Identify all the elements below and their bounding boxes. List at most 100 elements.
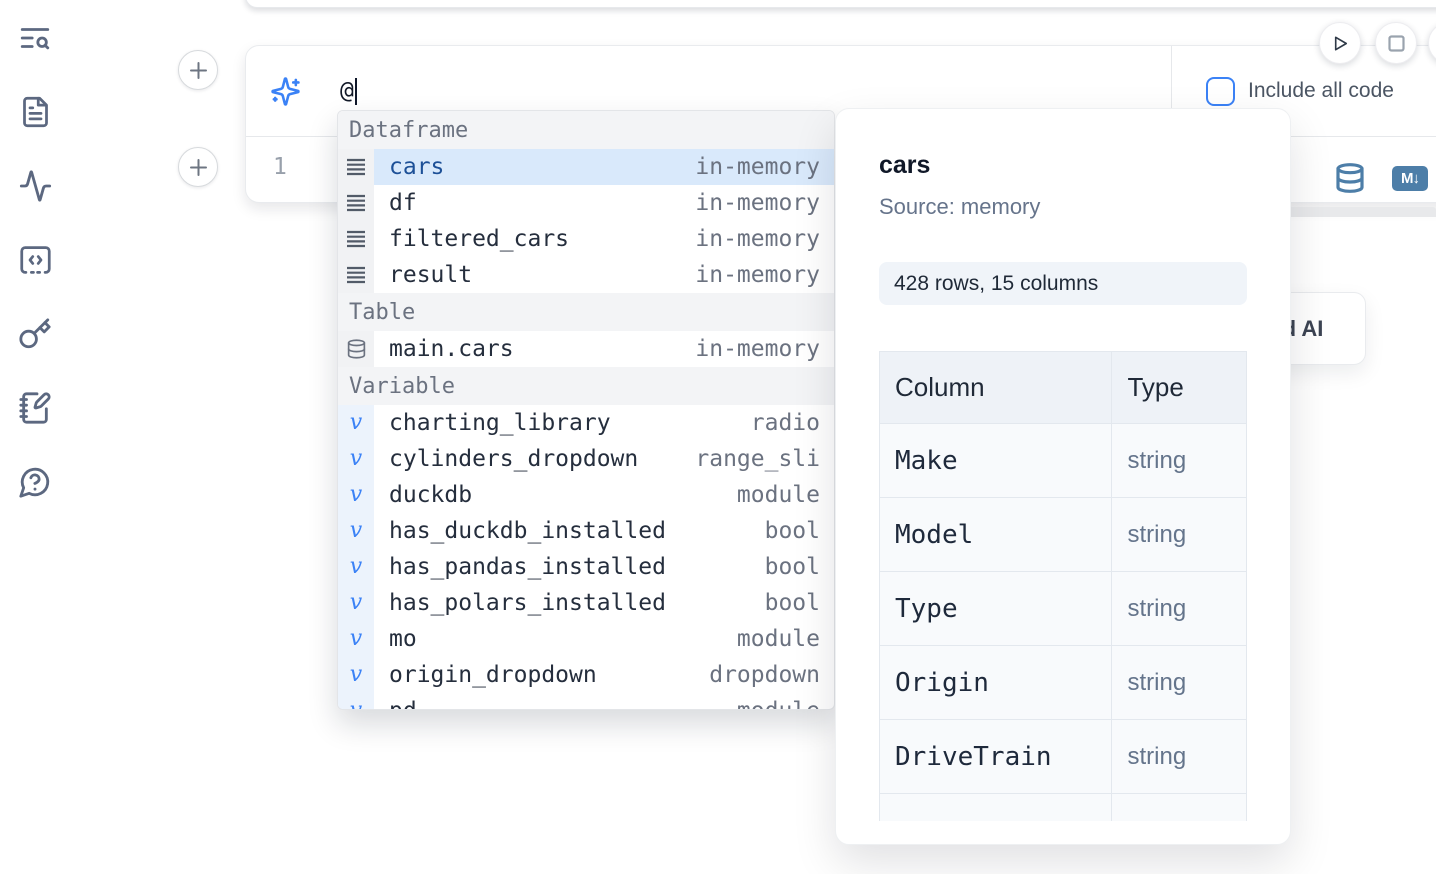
item-type: range_sli <box>695 446 820 472</box>
item-name: filtered_cars <box>389 226 570 252</box>
item-icon-gutter <box>338 185 374 221</box>
variable-icon: v <box>349 518 363 543</box>
stop-button[interactable] <box>1375 22 1417 64</box>
run-cell-button[interactable] <box>1319 22 1361 64</box>
include-all-code-label: Include all code <box>1248 79 1394 102</box>
code-square-icon[interactable] <box>16 242 54 278</box>
autocomplete-item-pd[interactable]: v pdmodule <box>338 693 834 710</box>
text-caret <box>354 77 357 105</box>
ai-prompt-row[interactable]: @ Include all code <box>246 46 1436 136</box>
add-cell-below-button[interactable] <box>178 147 218 187</box>
variable-icon: v <box>349 590 363 615</box>
column-name-cell: Origin <box>879 645 1113 720</box>
variable-icon: v <box>349 626 363 651</box>
item-type: dropdown <box>709 662 820 688</box>
include-all-code-checkbox[interactable] <box>1206 76 1235 106</box>
item-type: in-memory <box>695 190 820 216</box>
column-type-cell: string <box>1111 571 1247 646</box>
item-name: pd <box>389 698 417 709</box>
item-type: module <box>736 626 820 652</box>
markdown-icon[interactable]: M↓ <box>1392 165 1428 191</box>
dataframe-preview-panel: cars Source: memory 428 rows, 15 columns… <box>835 108 1291 845</box>
dataframe-rows-icon <box>347 230 365 248</box>
database-icon[interactable] <box>1334 161 1366 195</box>
preview-shape-badge: 428 rows, 15 columns <box>879 262 1247 305</box>
item-name: result <box>389 262 473 288</box>
notebook-pen-icon[interactable] <box>16 390 54 426</box>
item-name: has_polars_installed <box>389 590 666 616</box>
column-name-cell: Model <box>879 497 1113 572</box>
item-icon-gutter <box>338 221 374 257</box>
play-icon <box>1329 32 1352 55</box>
variable-icon: v <box>349 446 363 471</box>
column-header: Column <box>879 351 1113 424</box>
variable-icon: v <box>350 700 362 710</box>
document-icon[interactable] <box>16 94 54 130</box>
item-main: pdmodule <box>374 693 834 709</box>
item-icon-gutter: v <box>338 405 374 441</box>
variable-icon: v <box>349 482 363 507</box>
help-chat-icon[interactable] <box>16 464 54 500</box>
column-type-cell: string <box>1111 423 1247 498</box>
item-name: cylinders_dropdown <box>389 446 639 472</box>
plus-icon <box>188 157 209 178</box>
include-all-code-section: Include all code <box>1171 46 1436 136</box>
column-type-cell <box>1111 793 1247 821</box>
item-icon-gutter <box>338 331 374 367</box>
item-icon-gutter: v <box>338 621 374 657</box>
item-name: has_duckdb_installed <box>389 518 666 544</box>
column-name-cell: Make <box>879 423 1113 498</box>
variable-icon: v <box>349 554 363 579</box>
cell-actions: M↓ <box>1334 161 1428 195</box>
column-name-cell: Type <box>879 571 1113 646</box>
autocomplete-item-mo[interactable]: v mo module <box>338 621 834 657</box>
autocomplete-item-result[interactable]: result in-memory <box>338 257 834 293</box>
item-type: module <box>736 482 820 508</box>
item-icon-gutter: v <box>338 513 374 549</box>
column-type-cell: string <box>1111 719 1247 794</box>
item-type: in-memory <box>695 262 820 288</box>
item-icon-gutter <box>338 149 374 185</box>
autocomplete-section-header: Variable <box>338 367 834 405</box>
item-icon-gutter <box>338 257 374 293</box>
preview-title: cars <box>879 151 931 179</box>
table-header-row: Column Type <box>879 351 1247 424</box>
variable-icon: v <box>349 410 363 435</box>
column-name-cell <box>879 793 1113 821</box>
autocomplete-item-cylinders_dropdown[interactable]: v cylinders_dropdown range_sli <box>338 441 834 477</box>
add-cell-above-button[interactable] <box>178 50 218 90</box>
dataframe-rows-icon <box>347 266 365 284</box>
ai-prompt-input[interactable]: @ <box>340 77 357 105</box>
item-icon-gutter: v <box>338 477 374 513</box>
list-search-icon[interactable] <box>16 20 54 56</box>
activity-icon[interactable] <box>16 168 54 204</box>
key-icon[interactable] <box>16 316 54 352</box>
item-name: mo <box>389 626 417 652</box>
preview-source: Source: memory <box>879 194 1041 219</box>
